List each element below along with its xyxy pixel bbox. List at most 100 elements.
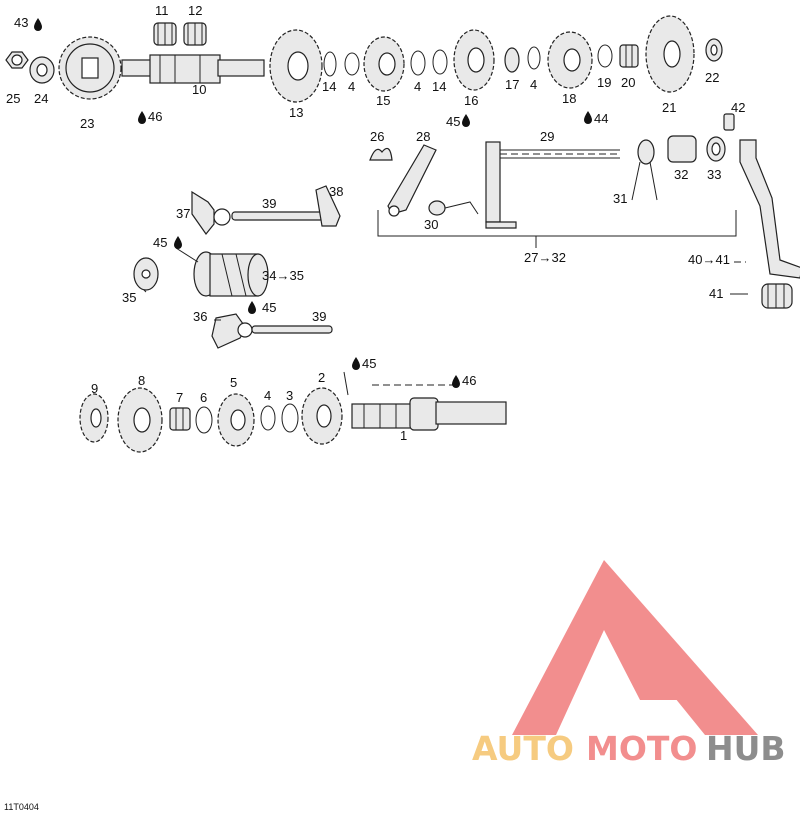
fork-36 [211, 313, 253, 349]
gear-15 [363, 36, 405, 92]
gear-18 [547, 31, 593, 89]
label-19: 19 [597, 75, 611, 90]
gear-8 [117, 387, 163, 453]
label-44: 44 [594, 111, 608, 126]
logo-word-moto: MOTO [586, 729, 697, 768]
label-10: 10 [192, 82, 206, 97]
label-14b: 14 [432, 79, 446, 94]
plate-35 [133, 257, 159, 291]
callout-labels: 43 25 24 23 11 12 10 46 13 14 4 15 4 14 … [6, 3, 745, 443]
label-4d: 4 [264, 388, 271, 403]
washer-24 [29, 56, 55, 84]
shaft-10 [121, 54, 265, 84]
washer-19 [597, 44, 613, 68]
label-13: 13 [289, 105, 303, 120]
label-11: 11 [155, 3, 169, 18]
label-24: 24 [34, 91, 48, 106]
washer-4d [260, 405, 276, 431]
label-2: 2 [318, 370, 325, 385]
label-18: 18 [562, 91, 576, 106]
logo-word-hub: HUB [706, 729, 786, 768]
label-4b: 4 [414, 79, 421, 94]
circlip-14b [432, 49, 448, 75]
spring-31 [631, 139, 658, 201]
label-29: 29 [540, 129, 554, 144]
rubber-41 [761, 283, 793, 309]
spring-26 [369, 147, 393, 161]
label-7: 7 [176, 390, 183, 405]
label-4a: 4 [348, 79, 355, 94]
label-43: 43 [14, 15, 28, 30]
label-21: 21 [662, 100, 676, 115]
label-15: 15 [376, 93, 390, 108]
rod-39a [231, 211, 327, 221]
label-4c: 4 [530, 77, 537, 92]
label-9: 9 [91, 381, 98, 396]
label-16: 16 [464, 93, 478, 108]
bearing-11 [153, 22, 177, 46]
washer-4a [344, 52, 360, 76]
label-39-b: 39 [312, 309, 326, 324]
label-28: 28 [416, 129, 430, 144]
bearing-7 [169, 407, 191, 431]
label-45-a: 45 [446, 114, 460, 129]
automotohub-logo: AUTO MOTO HUB [472, 560, 786, 768]
gear-5 [217, 393, 255, 447]
label-45-d: 45 [362, 356, 376, 371]
label-34-35: 34→35 [262, 268, 304, 283]
bushing-32 [667, 135, 697, 163]
label-38: 38 [329, 184, 343, 199]
label-40-41: 40→41 [688, 252, 730, 267]
bushing-17 [504, 47, 520, 73]
sprocket-23 [58, 36, 122, 100]
label-17: 17 [505, 77, 519, 92]
label-6: 6 [200, 390, 207, 405]
bearing-20 [619, 44, 639, 68]
label-36: 36 [193, 309, 207, 324]
label-31: 31 [613, 191, 627, 206]
drawing-code: 11T0404 [4, 802, 39, 812]
gear-9 [79, 393, 109, 443]
label-33: 33 [707, 167, 721, 182]
washer-6 [195, 406, 213, 434]
fork-38 [315, 185, 341, 227]
label-22: 22 [705, 70, 719, 85]
spring-30 [428, 200, 479, 216]
washer-4b [410, 50, 426, 76]
label-37: 37 [176, 206, 190, 221]
label-23: 23 [80, 116, 94, 131]
label-32: 32 [674, 167, 688, 182]
shift-pedal-40 [739, 139, 800, 279]
gear-2 [301, 387, 343, 445]
gear-13 [269, 29, 323, 103]
shift-drum-34 [193, 251, 269, 297]
label-41: 41 [709, 286, 723, 301]
label-20: 20 [621, 75, 635, 90]
shaft-1 [351, 397, 507, 431]
label-39-a: 39 [262, 196, 276, 211]
circlip-3 [281, 403, 299, 433]
label-46-top: 46 [148, 109, 162, 124]
shaft-29 [485, 141, 620, 229]
gear-21 [645, 15, 695, 93]
label-8: 8 [138, 373, 145, 388]
label-45-b: 45 [153, 235, 167, 250]
label-42: 42 [731, 100, 745, 115]
oil-drop-icon [34, 18, 592, 388]
label-1: 1 [400, 428, 407, 443]
bracket-27-32 [377, 210, 737, 248]
label-46-bottom: 46 [462, 373, 476, 388]
gear-16 [453, 29, 495, 91]
label-45-c: 45 [262, 300, 276, 315]
bearing-12 [183, 22, 207, 46]
label-26: 26 [370, 129, 384, 144]
logo-word-auto: AUTO [472, 729, 574, 768]
label-14a: 14 [322, 79, 336, 94]
label-3: 3 [286, 388, 293, 403]
label-30: 30 [424, 217, 438, 232]
label-25: 25 [6, 91, 20, 106]
label-27-32: 27→32 [524, 250, 566, 265]
label-12: 12 [188, 3, 202, 18]
